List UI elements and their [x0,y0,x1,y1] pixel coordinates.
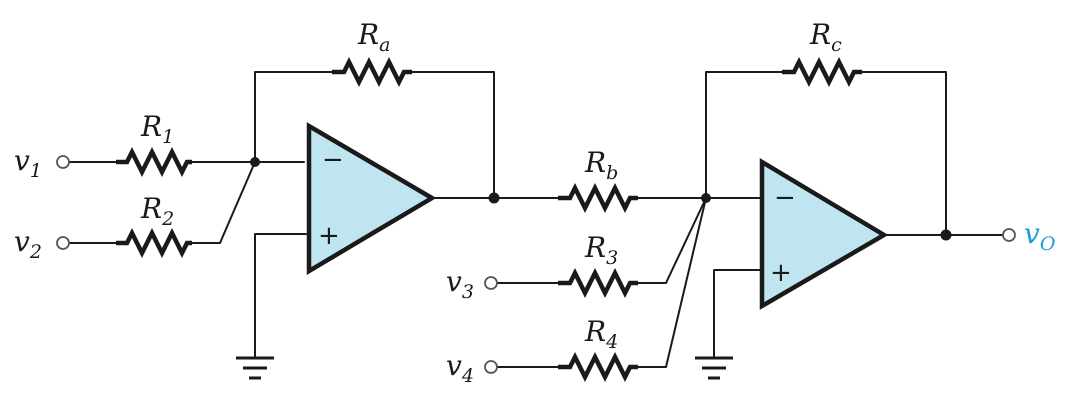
junction-node-out [940,229,952,241]
resistors [116,56,862,383]
ground-u1 [236,356,274,380]
label-vo: vO [1024,217,1056,255]
opamp-u1-noninverting-sign: + [318,221,340,251]
resistor-labels: R1 R2 Ra Rb R3 R4 Rc [140,18,842,353]
resistor-r3 [558,267,638,299]
label-v3: v3 [446,265,474,303]
junctions [250,157,952,241]
resistor-r1 [116,146,192,178]
resistor-rc [782,56,862,88]
junction-node-a [250,157,260,167]
terminals [56,155,1016,374]
resistor-r2 [116,227,192,259]
terminal-vo [1002,228,1016,242]
label-ra: Ra [357,18,390,56]
terminal-v4 [484,360,498,374]
wire-ra-feedback [254,71,495,199]
resistor-rb [558,182,638,214]
junction-node-d [701,193,711,203]
wire-u2-noninv-ground [713,269,763,359]
label-r4: R4 [584,315,618,353]
terminal-labels: v1 v2 v3 v4 vO [14,144,1056,387]
label-rb: Rb [584,146,618,184]
wire-rc-feedback [705,71,947,236]
terminal-v3 [484,276,498,290]
wires [69,71,1004,368]
opamp-u1-triangle [306,122,437,275]
label-r2: R2 [140,192,174,230]
ground-u2 [695,356,733,380]
label-r3: R3 [584,231,618,269]
resistor-ra [332,56,412,88]
wire-u1-noninv-ground [254,233,307,359]
wire-r2-to-node-a [191,161,256,244]
label-v2: v2 [14,225,42,263]
opamp-u2-inverting-sign: − [774,183,796,213]
opamp-u2: − + [759,158,889,310]
label-v1: v1 [14,144,42,182]
wire-r3-to-node-d [637,197,707,284]
terminal-v1 [56,155,70,169]
terminal-v2 [56,236,70,250]
label-v4: v4 [446,349,474,387]
junction-node-c [488,192,500,204]
label-r1: R1 [140,110,174,148]
wire-r4-to-node-d [637,197,707,368]
opamp-u2-triangle [759,158,889,310]
label-rc: Rc [809,18,842,56]
opamp-u1: − + [306,122,437,275]
resistor-r4 [558,351,638,383]
opamp-u2-noninverting-sign: + [770,258,792,288]
opamp-u1-inverting-sign: − [322,145,344,175]
